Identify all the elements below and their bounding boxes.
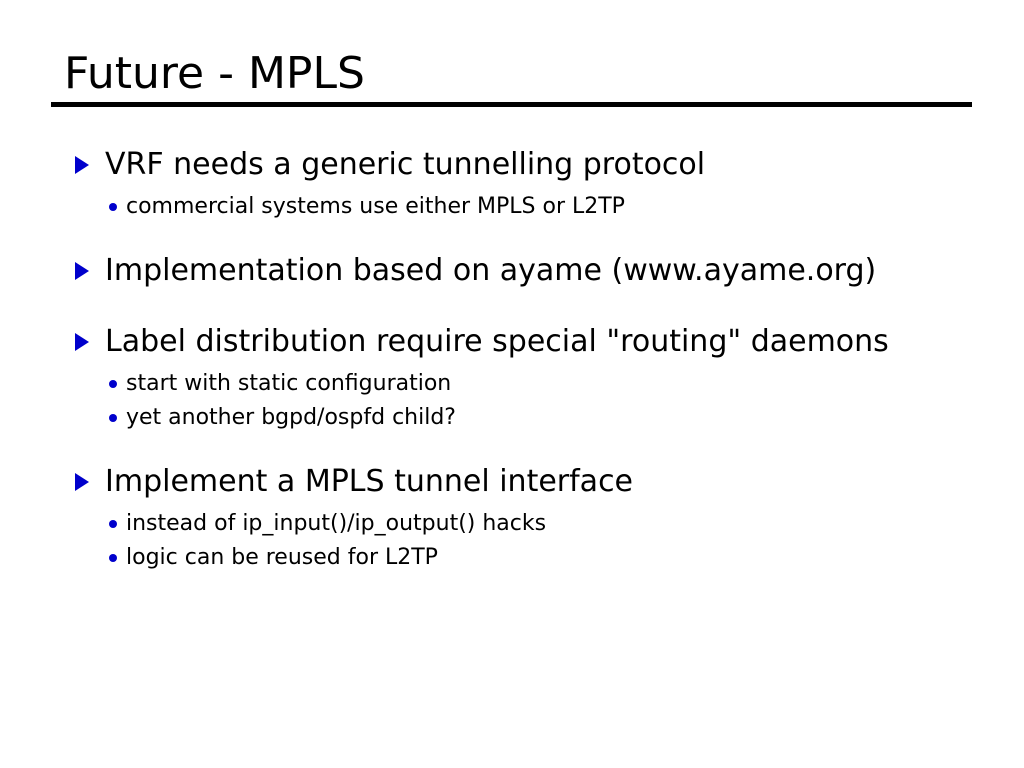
bullet-level1-label: Implement a MPLS tunnel interface [105,464,634,499]
bullet-level2-label: start with static configuration [126,371,452,396]
bullet-group: Label distribution require special "rout… [0,317,1024,435]
bullet-level2-label: instead of ip_input()/ip_output() hacks [126,511,547,536]
bullet-level2-label: commercial systems use either MPLS or L2… [126,194,625,219]
bullet-level2: yet another bgpd/ospfd child? [0,401,1024,435]
title-block: Future - MPLS [51,48,972,107]
round-dot-icon [109,520,117,528]
round-dot-icon [109,554,117,562]
triangle-right-icon [75,333,89,351]
bullet-group: Implement a MPLS tunnel interface instea… [0,457,1024,575]
bullet-level1-label: Label distribution require special "rout… [105,324,889,359]
bullet-level1-label: VRF needs a generic tunnelling protocol [105,147,706,182]
bullet-level2: logic can be reused for L2TP [0,541,1024,575]
bullet-level1: VRF needs a generic tunnelling protocol [0,140,1024,189]
triangle-right-icon [75,262,89,280]
round-dot-icon [109,380,117,388]
bullet-level1: Implement a MPLS tunnel interface [0,457,1024,506]
bullet-group: Implementation based on ayame (www.ayame… [0,246,1024,295]
bullet-level2-label: logic can be reused for L2TP [126,545,438,570]
bullet-level2: start with static configuration [0,367,1024,401]
slide-body: VRF needs a generic tunnelling protocol … [0,140,1024,575]
bullet-level2: instead of ip_input()/ip_output() hacks [0,507,1024,541]
triangle-right-icon [75,473,89,491]
triangle-right-icon [75,156,89,174]
bullet-level1: Implementation based on ayame (www.ayame… [0,246,1024,295]
sub-bullet-list: commercial systems use either MPLS or L2… [0,190,1024,224]
bullet-group: VRF needs a generic tunnelling protocol … [0,140,1024,224]
page-title: Future - MPLS [64,48,365,99]
bullet-level1-label: Implementation based on ayame (www.ayame… [105,253,877,288]
round-dot-icon [109,203,117,211]
bullet-level2: commercial systems use either MPLS or L2… [0,190,1024,224]
bullet-level2-label: yet another bgpd/ospfd child? [126,405,456,430]
sub-bullet-list: start with static configuration yet anot… [0,367,1024,435]
sub-bullet-list: instead of ip_input()/ip_output() hacks … [0,507,1024,575]
round-dot-icon [109,414,117,422]
bullet-level1: Label distribution require special "rout… [0,317,1024,366]
title-divider [51,102,972,107]
